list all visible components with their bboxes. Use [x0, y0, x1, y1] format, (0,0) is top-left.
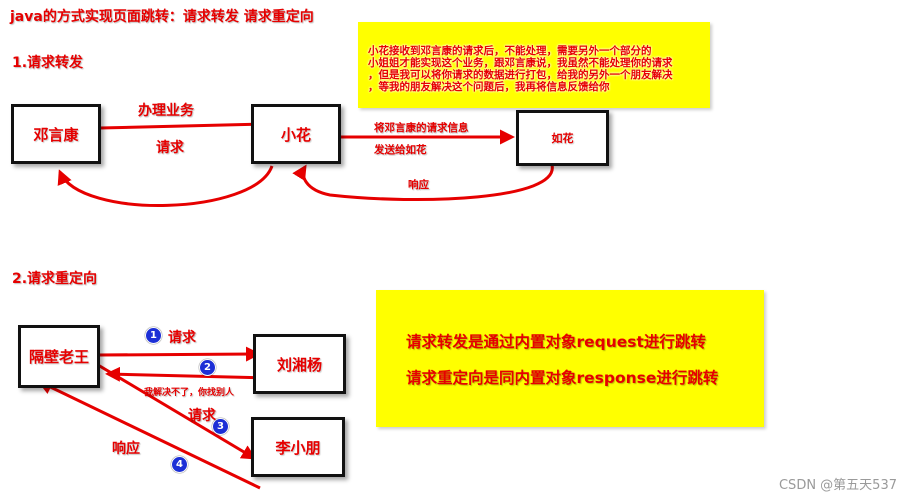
- summary-note: 请求转发是通过内置对象request进行跳转 请求重定向是同内置对象respon…: [376, 290, 764, 427]
- box-label: 邓言康: [33, 125, 79, 144]
- note-line: 小姐姐才能实现这个业务，跟邓言康说，我虽然不能处理你的请求: [368, 57, 673, 69]
- forward-explanation-note: 小花接收到邓言康的请求后，不能处理，需要另外一个部分的 小姐姐才能实现这个业务，…: [358, 22, 710, 108]
- box-label: 隔壁老王: [28, 348, 89, 366]
- box-label: 如花: [551, 132, 574, 145]
- step-badge-3: 3: [212, 418, 229, 435]
- label-response-2: 响应: [112, 441, 140, 457]
- label-send-to: 发送给如花: [374, 144, 427, 156]
- box-li-xiaopeng: 李小朋: [251, 417, 345, 477]
- box-liu-xiangyang: 刘湘杨: [253, 334, 346, 394]
- page-title: java的方式实现页面跳转：请求转发 请求重定向: [10, 9, 314, 25]
- redirect-second-request-arrow: [97, 363, 257, 460]
- label-request: 请求: [156, 140, 184, 156]
- box-label: 小花: [280, 125, 311, 144]
- redirect-reply-arrow: [105, 366, 269, 382]
- csdn-watermark: CSDN @第五天537: [778, 478, 897, 493]
- box-deng-yankang: 邓言康: [11, 104, 101, 164]
- box-label: 李小朋: [275, 438, 321, 457]
- step-badge-2: 2: [199, 359, 216, 376]
- note-line: 小花接收到邓言康的请求后，不能处理，需要另外一个部分的: [368, 45, 652, 57]
- label-send-info: 将邓言康的请求信息: [374, 122, 469, 134]
- label-request-1: 请求: [168, 330, 196, 346]
- label-request-2: 请求: [188, 408, 216, 424]
- step-badge-1: 1: [145, 327, 162, 344]
- note-line: ，但是我可以将你请求的数据进行打包，给我的另外一个朋友解决: [368, 69, 673, 81]
- summary-line: 请求转发是通过内置对象request进行跳转: [406, 333, 706, 351]
- forward-response-arrow: [292, 164, 554, 202]
- redirect-request-arrow: [97, 346, 261, 362]
- forward-return-arrow: [57, 165, 274, 207]
- redirect-response-arrow: [37, 380, 261, 490]
- note-line: ，等我的朋友解决这个问题后，我再将信息反馈给你: [368, 81, 610, 93]
- box-xiaohua: 小花: [251, 104, 341, 164]
- label-cant-solve: 我解决不了，你找别人: [144, 388, 235, 398]
- step-badge-4: 4: [171, 456, 188, 473]
- redirect-heading: 2.请求重定向: [12, 271, 98, 287]
- summary-line: 请求重定向是同内置对象response进行跳转: [406, 369, 719, 387]
- box-gebi-laowang: 隔壁老王: [18, 325, 100, 388]
- box-ruhua: 如花: [516, 110, 609, 166]
- box-label: 刘湘杨: [276, 355, 322, 374]
- forward-heading: 1.请求转发: [12, 55, 84, 71]
- forward-request-arrow: [99, 116, 271, 132]
- label-business: 办理业务: [138, 103, 194, 119]
- label-response: 响应: [408, 179, 429, 191]
